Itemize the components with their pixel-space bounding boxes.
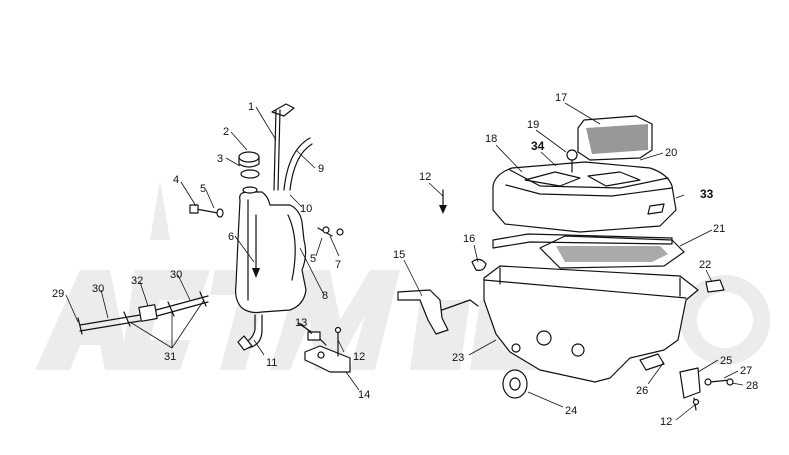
tank-bracket [304, 345, 351, 373]
vent-hose [283, 137, 311, 191]
callout-1: 1 [248, 101, 254, 113]
callout-18: 18 [485, 133, 497, 145]
callout-10: 10 [300, 203, 312, 215]
fuel-tank-assembly [189, 103, 351, 373]
fuel-cap [238, 151, 260, 163]
callout-7: 7 [335, 259, 341, 271]
callout-11: 11 [266, 357, 277, 369]
callout-19: 19 [527, 119, 539, 131]
airbox-lid [492, 161, 677, 233]
callout-8: 8 [322, 290, 328, 302]
callout-3: 3 [217, 153, 223, 165]
callout-20: 20 [665, 147, 677, 159]
callout-labels: 1 2 3 4 5 5 6 7 8 9 10 11 12 12 12 13 14… [52, 92, 758, 428]
fuel-tank [235, 191, 307, 314]
leader-lines [65, 102, 744, 421]
callout-32: 32 [131, 275, 143, 287]
callout-23: 23 [452, 352, 464, 364]
callout-12b: 12 [353, 351, 365, 363]
airbox-housing [483, 265, 699, 383]
callout-25: 25 [720, 355, 732, 367]
mount-bracket [397, 289, 449, 335]
callout-14: 14 [358, 389, 370, 401]
callout-28: 28 [746, 380, 758, 392]
callout-4: 4 [173, 174, 179, 186]
callout-9: 9 [318, 163, 324, 175]
callout-26: 26 [636, 385, 648, 397]
callout-33: 33 [700, 187, 714, 201]
callout-15: 15 [393, 249, 405, 261]
callout-21: 21 [713, 223, 725, 235]
callout-17: 17 [555, 92, 567, 104]
callout-24: 24 [565, 405, 577, 417]
airbox-assembly [483, 115, 734, 411]
callout-30a: 30 [92, 283, 104, 295]
callout-13: 13 [295, 317, 307, 329]
callout-12a: 12 [419, 171, 431, 183]
callout-5a: 5 [200, 183, 206, 195]
fuel-gauge-rod [273, 109, 277, 191]
callout-6: 6 [228, 231, 234, 243]
callout-29: 29 [52, 288, 64, 300]
callout-16: 16 [463, 233, 475, 245]
callout-12c: 12 [660, 416, 672, 428]
callout-30b: 30 [170, 269, 182, 281]
mount-bracket-assembly [397, 189, 487, 335]
callout-22: 22 [699, 259, 711, 271]
callout-5b: 5 [310, 253, 316, 265]
grommet-wheel [502, 369, 528, 399]
callout-31: 31 [164, 351, 176, 363]
callout-34: 34 [531, 139, 545, 153]
callout-27: 27 [740, 365, 752, 377]
fuel-line-assembly [77, 291, 209, 335]
callout-2: 2 [223, 126, 229, 138]
cap-gasket [240, 169, 260, 179]
